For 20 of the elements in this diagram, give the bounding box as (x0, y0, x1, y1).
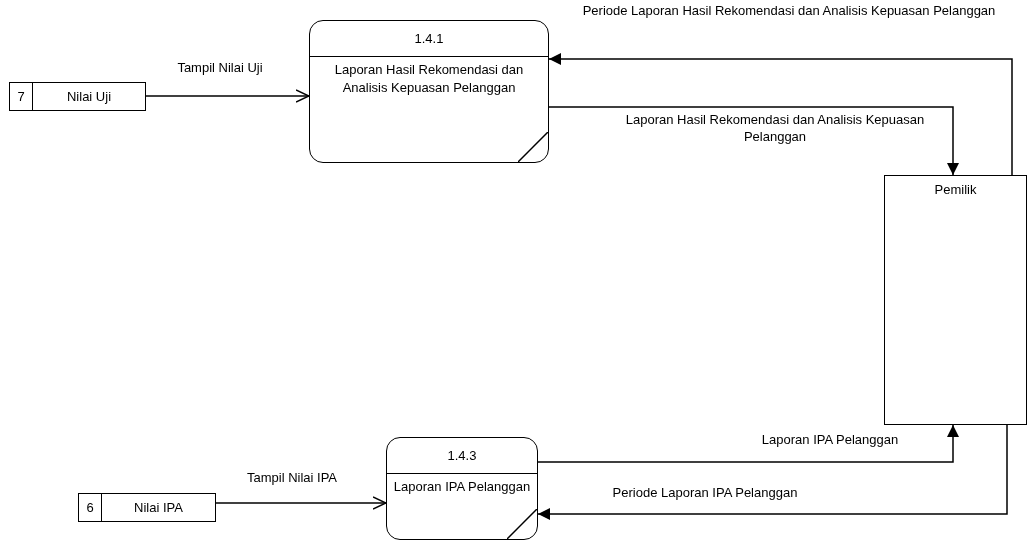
store-number: 6 (79, 494, 102, 521)
store-name: Nilai IPA (133, 499, 184, 517)
arrow (548, 106, 959, 176)
process-name: Laporan Hasil Rekomendasi dan Analisis Kepuasan Pelanggan (333, 61, 525, 97)
entity-name: Pemilik (933, 182, 978, 197)
process-number: 1.4.1 (310, 21, 548, 57)
arrow (215, 496, 387, 510)
arrow (537, 424, 959, 463)
store-number: 7 (10, 83, 33, 110)
process-name: Laporan IPA Pelanggan (392, 478, 532, 496)
process-box (309, 20, 549, 163)
data-store (78, 493, 216, 522)
data-store (9, 82, 146, 111)
external-entity-box (884, 175, 1027, 425)
store-name: Nilai Uji (65, 88, 113, 106)
process-number: 1.4.3 (387, 438, 537, 474)
arrow (145, 89, 310, 103)
process-box (386, 437, 538, 540)
arrow (548, 53, 1013, 176)
arrow (537, 424, 1008, 520)
